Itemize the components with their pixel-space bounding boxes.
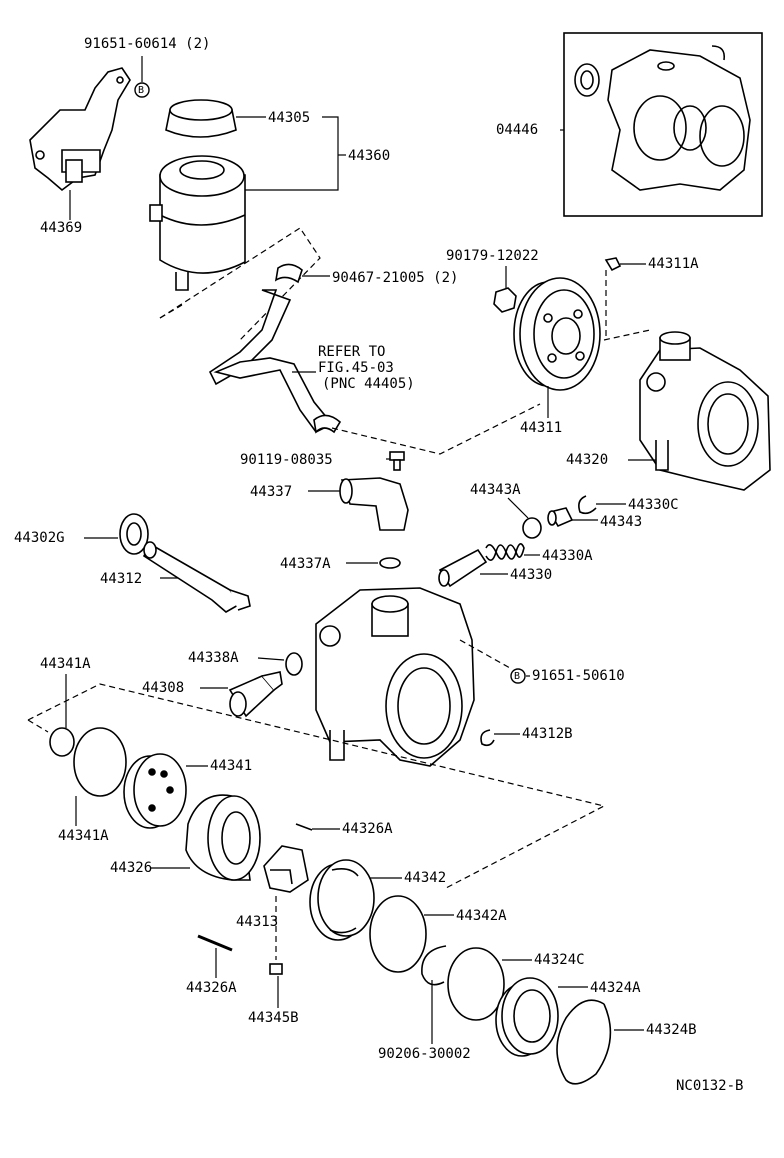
- reservoir-44360: [149, 155, 246, 291]
- o-ring-44324C: [447, 947, 505, 1021]
- label-44312: 44312: [100, 571, 143, 587]
- side-plate-44341: [123, 753, 187, 829]
- label-04446: 04446: [496, 122, 539, 138]
- label-90179: 90179-12022: [446, 248, 539, 264]
- snap-ring-44312B: [480, 729, 495, 747]
- label-44337A: 44337A: [280, 556, 331, 572]
- label-44360: 44360: [348, 148, 391, 164]
- seal-kit-04446: [574, 45, 751, 191]
- label-90119: 90119-08035: [240, 452, 333, 468]
- label-44320: 44320: [566, 452, 609, 468]
- snap-ring-90206: [421, 945, 447, 986]
- label-44369: 44369: [40, 220, 83, 236]
- diagram-code: NC0132-B: [676, 1078, 744, 1094]
- bolt-marker-top: [134, 82, 150, 98]
- cap-44305: [165, 99, 237, 138]
- label-44337: 44337: [250, 484, 293, 500]
- bolt-marker-label: B: [138, 85, 145, 96]
- pump-body-center: [315, 587, 475, 767]
- label-44342A: 44342A: [456, 908, 507, 924]
- label-44305: 44305: [268, 110, 311, 126]
- label-44313: 44313: [236, 914, 279, 930]
- label-44324B: 44324B: [646, 1022, 697, 1038]
- label-44326: 44326: [110, 860, 153, 876]
- label-44326A-bottom: 44326A: [186, 980, 237, 996]
- label-44341A-bottom: 44341A: [58, 828, 109, 844]
- bolt-marker-label-2: B: [514, 671, 521, 682]
- pump-housing-44320: [639, 331, 771, 491]
- bracket-44369: [29, 67, 131, 192]
- label-44343A: 44343A: [470, 482, 521, 498]
- label-91651-50610: 91651-50610: [532, 668, 625, 684]
- vane-44345B: [269, 963, 283, 975]
- label-44311: 44311: [520, 420, 563, 436]
- shaft-44312: [142, 541, 251, 613]
- key-44311A: [604, 257, 622, 272]
- pressure-plate-44342: [309, 859, 375, 941]
- label-44330A: 44330A: [542, 548, 593, 564]
- valve-44330: [438, 548, 488, 588]
- union-44337: [339, 477, 409, 531]
- label-44341: 44341: [210, 758, 253, 774]
- cam-ring-44326: [185, 794, 261, 881]
- rotor-44313: [263, 845, 309, 893]
- plug-44343: [547, 507, 574, 528]
- snap-ring-44330C: [578, 495, 597, 515]
- label-44302G: 44302G: [14, 530, 65, 546]
- spring-44330A: [485, 543, 525, 561]
- label-44326A-right: 44326A: [342, 821, 393, 837]
- fitting-44308: [228, 671, 283, 718]
- label-44345B: 44345B: [248, 1010, 299, 1026]
- pin-44326A-bottom: [197, 934, 233, 952]
- label-90206: 90206-30002: [378, 1046, 471, 1062]
- bearing-44302G: [119, 513, 149, 555]
- label-44343: 44343: [600, 514, 643, 530]
- label-44341A-top: 44341A: [40, 656, 91, 672]
- bolt-90119: [389, 451, 405, 471]
- o-ring-44343A: [522, 517, 542, 539]
- o-ring-44338A: [285, 652, 303, 676]
- label-44342: 44342: [404, 870, 447, 886]
- o-ring-44341A-small: [49, 727, 75, 757]
- label-refer-fig: FIG.45-03: [318, 360, 394, 376]
- label-44324C: 44324C: [534, 952, 585, 968]
- cover-44324A: [495, 977, 559, 1057]
- label-refer-to: REFER TO: [318, 344, 386, 360]
- label-44311A: 44311A: [648, 256, 699, 272]
- label-44308: 44308: [142, 680, 185, 696]
- snap-ring-44324B: [556, 999, 612, 1085]
- label-90467: 90467-21005 (2): [332, 270, 459, 286]
- o-ring-44341A-large: [73, 727, 127, 797]
- label-44330C: 44330C: [628, 497, 679, 513]
- pin-44326A-right: [295, 823, 313, 831]
- bolt-marker-mid: [510, 668, 526, 684]
- return-hose: [208, 289, 334, 434]
- nut-90179: [493, 287, 517, 313]
- label-44312B: 44312B: [522, 726, 573, 742]
- label-refer-pnc: (PNC 44405): [322, 376, 415, 392]
- label-91651-60614: 91651-60614 (2): [84, 36, 211, 52]
- label-44338A: 44338A: [188, 650, 239, 666]
- hose-clamp-90467: [274, 263, 303, 284]
- o-ring-44337A: [379, 557, 401, 569]
- label-44324A: 44324A: [590, 980, 641, 996]
- label-44330: 44330: [510, 567, 553, 583]
- o-ring-44342A: [369, 895, 427, 973]
- pulley-44311: [513, 277, 601, 391]
